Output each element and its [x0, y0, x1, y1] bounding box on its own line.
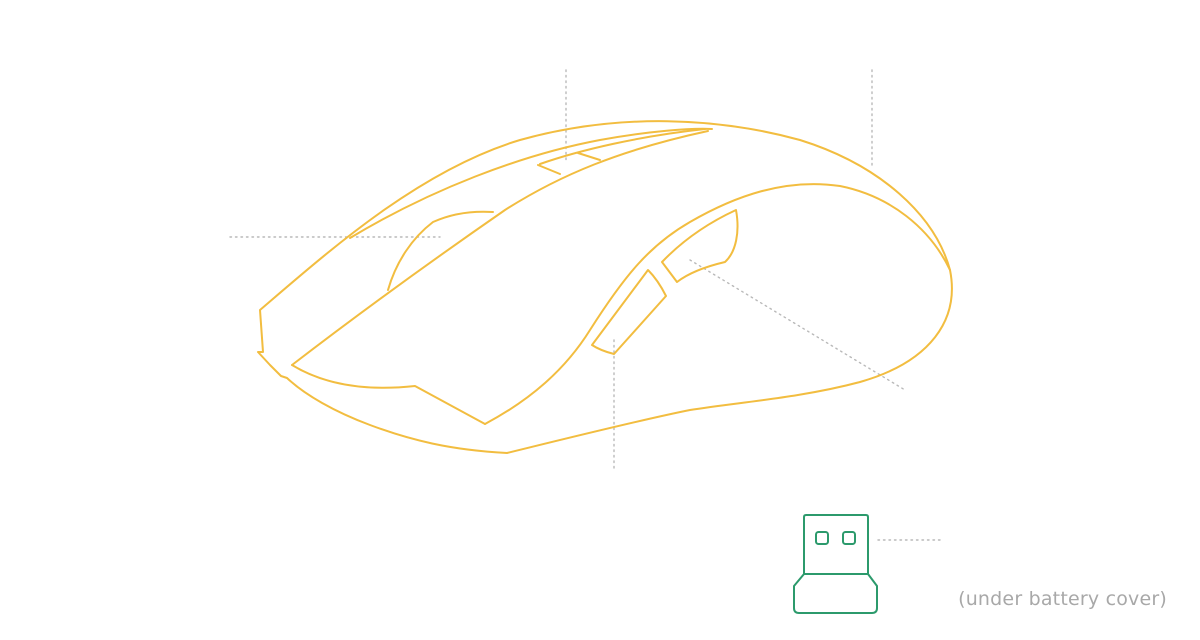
mouse-body-outline — [257, 120, 953, 454]
mouse-outline — [257, 120, 953, 454]
thumb-wheel — [387, 210, 494, 291]
right-button-seam — [484, 183, 951, 425]
usb-contact-right-icon — [842, 531, 856, 545]
leader-lines — [229, 69, 945, 541]
receiver-caption: (under battery cover) — [958, 588, 1167, 610]
leader-line-forward-button — [689, 259, 906, 391]
usb-receiver-body — [793, 573, 878, 614]
left-button-seam — [291, 130, 709, 366]
scroll-wheel — [537, 128, 706, 175]
usb-receiver-plug — [803, 514, 869, 575]
usb-contact-left-icon — [815, 531, 829, 545]
mouse-top-edge — [349, 127, 713, 239]
back-button — [591, 269, 667, 355]
forward-button — [661, 209, 739, 283]
mouse-front-lip — [291, 364, 486, 425]
usb-receiver — [793, 514, 878, 614]
